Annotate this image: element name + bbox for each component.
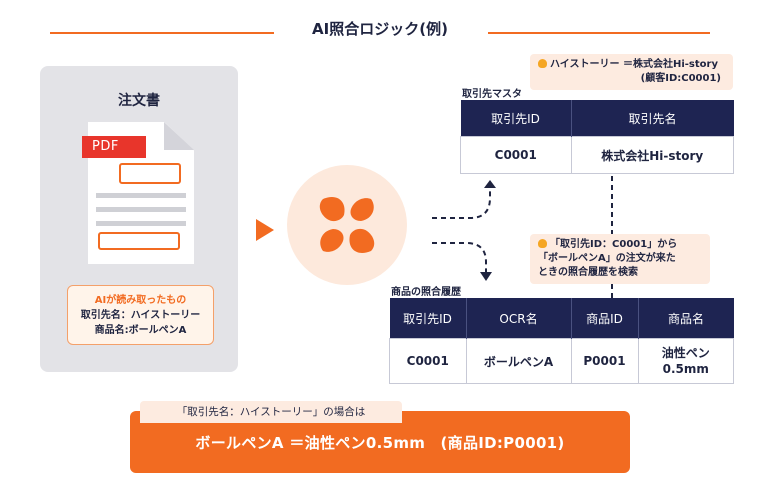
table-cell: 株式会社Hi-story	[570, 136, 734, 174]
highlight-field-supplier	[119, 163, 181, 184]
page-title: AI照合ロジック(例)	[312, 20, 448, 38]
column-header: 取引先ID	[389, 298, 466, 339]
column-header: 取引先名	[570, 100, 734, 137]
ai-logo-icon	[319, 196, 375, 254]
table-header-row: 取引先ID 取引先名	[460, 100, 734, 137]
table-cell: C0001	[460, 136, 572, 174]
ai-read-supplier: 取引先名：ハイストーリー	[80, 310, 201, 321]
supplier-callout-line1: ハイストーリー ＝株式会社Hi-story	[538, 58, 727, 72]
highlight-field-product	[98, 232, 180, 250]
text-line	[96, 193, 186, 198]
ai-logo-circle	[287, 165, 407, 285]
supplier-callout: ハイストーリー ＝株式会社Hi-story (顧客ID:C0001)	[530, 54, 733, 90]
history-table: 取引先ID OCR名 商品ID 商品名 C0001 ボールペンA P0001 油…	[389, 298, 734, 384]
flow-arrow-icon	[256, 219, 274, 241]
table-cell: P0001	[570, 338, 639, 384]
result-condition-tab: 「取引先名：ハイストーリー」の場合は	[140, 401, 402, 423]
text-line	[96, 207, 186, 212]
table-header-row: 取引先ID OCR名 商品ID 商品名	[389, 298, 734, 339]
lightbulb-icon	[538, 59, 547, 68]
text-line	[96, 221, 186, 226]
table-row: C0001 ボールペンA P0001 油性ペン 0.5mm	[389, 338, 734, 384]
table-cell: 油性ペン 0.5mm	[637, 338, 734, 384]
column-header: OCR名	[465, 298, 571, 339]
column-header: 商品ID	[570, 298, 638, 339]
history-callout-line1: 「取引先ID：C0001」から	[538, 238, 704, 252]
table-row: C0001 株式会社Hi-story	[460, 136, 734, 174]
supplier-callout-line2: (顧客ID:C0001)	[640, 73, 721, 84]
table-cell: ボールペンA	[465, 338, 572, 384]
pdf-badge: PDF	[82, 136, 146, 158]
column-header: 商品名	[637, 298, 734, 339]
ai-read-product: 商品名:ボールペンA	[94, 325, 187, 336]
supplier-master-caption: 取引先マスタ	[462, 89, 522, 100]
title-line-left	[50, 32, 274, 34]
supplier-master-table: 取引先ID 取引先名 C0001 株式会社Hi-story	[460, 100, 734, 174]
ai-read-title: AIが読み取ったもの	[94, 295, 187, 306]
history-caption: 商品の照合履歴	[391, 287, 461, 298]
history-callout-line3: ときの照合履歴を検索	[538, 267, 638, 278]
history-callout-line2: 「ボールペンA」の注文が来た	[538, 253, 676, 264]
column-header: 取引先ID	[460, 100, 571, 137]
title-line-right	[488, 32, 710, 34]
lightbulb-icon	[538, 239, 547, 248]
document-title: 注文書	[118, 93, 160, 109]
table-cell: C0001	[389, 338, 467, 384]
history-callout: 「取引先ID：C0001」から 「ボールペンA」の注文が来た ときの照合履歴を検…	[530, 234, 710, 284]
ai-read-box: AIが読み取ったもの 取引先名：ハイストーリー 商品名:ボールペンA	[67, 285, 214, 345]
